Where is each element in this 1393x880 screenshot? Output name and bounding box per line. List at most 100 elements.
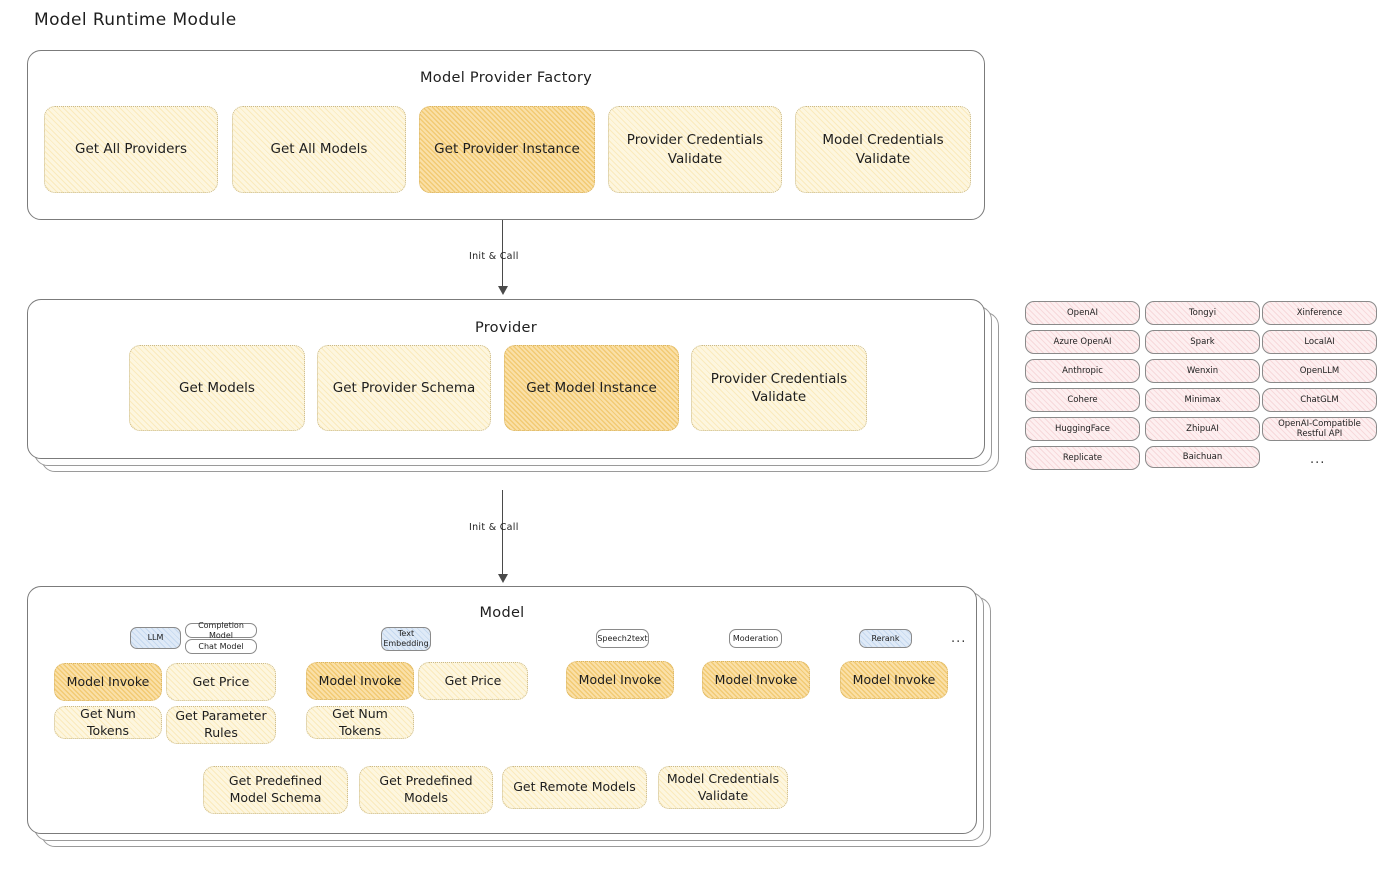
badge-completion-model[interactable]: Completion Model: [185, 620, 257, 640]
provider-title: Provider: [474, 320, 538, 336]
op-model-credentials-validate[interactable]: Model Credentials Validate: [795, 106, 971, 193]
op-label: Get Predefined Models: [379, 773, 473, 805]
badge-label: Rerank: [871, 633, 900, 643]
model-provider-factory-title: Model Provider Factory: [419, 70, 593, 86]
op-label: Model Invoke: [714, 671, 798, 687]
provider-list-more: ...: [1310, 452, 1326, 467]
op-label: Get Provider Instance: [434, 141, 580, 158]
op-llm-get-num-tokens[interactable]: Get Num Tokens: [54, 706, 162, 739]
badge-text-embedding[interactable]: Text Embedding: [381, 627, 431, 651]
op-provider-credentials-validate[interactable]: Provider Credentials Validate: [608, 106, 782, 193]
op-get-all-models[interactable]: Get All Models: [232, 106, 406, 193]
op-get-provider-instance[interactable]: Get Provider Instance: [419, 106, 595, 193]
provider-pill-anthropic[interactable]: Anthropic: [1025, 359, 1140, 383]
op-label: Get Num Tokens: [332, 705, 388, 738]
arrow-line: [502, 490, 504, 577]
pill-label: Baichuan: [1182, 452, 1223, 462]
provider-pill-chatglm[interactable]: ChatGLM: [1262, 388, 1377, 412]
pill-label: HuggingFace: [1055, 424, 1110, 434]
arrow-line: [502, 220, 504, 288]
provider-pill-cohere[interactable]: Cohere: [1025, 388, 1140, 412]
op-get-model-instance[interactable]: Get Model Instance: [504, 345, 679, 431]
op-get-models[interactable]: Get Models: [129, 345, 305, 431]
op-label: Model Invoke: [66, 673, 150, 689]
op-provider-credentials-validate-2[interactable]: Provider Credentials Validate: [691, 345, 867, 431]
op-llm-get-price[interactable]: Get Price: [166, 663, 276, 701]
pill-label: Wenxin: [1186, 366, 1219, 376]
op-text-embedding-get-price[interactable]: Get Price: [418, 662, 528, 700]
op-label: Provider Credentials Validate: [710, 370, 848, 405]
badge-llm[interactable]: LLM: [130, 627, 181, 649]
op-label: Model Credentials Validate: [822, 132, 944, 167]
pill-label: Tongyi: [1188, 308, 1217, 318]
provider-pill-baichuan[interactable]: Baichuan: [1145, 446, 1260, 468]
op-label: Get Price: [192, 673, 250, 689]
pill-label: Anthropic: [1062, 366, 1103, 376]
pill-label: OpenAI: [1066, 308, 1099, 318]
op-label: Get All Models: [270, 141, 368, 158]
op-moderation-model-invoke[interactable]: Model Invoke: [702, 661, 810, 699]
page-title: Model Runtime Module: [34, 10, 237, 30]
op-label: Get Models: [179, 379, 255, 396]
op-label: Model Invoke: [318, 672, 402, 688]
pill-label: Cohere: [1067, 395, 1098, 405]
provider-pill-huggingface[interactable]: HuggingFace: [1025, 417, 1140, 441]
model-title: Model: [479, 605, 525, 621]
op-label: Get Price: [444, 672, 502, 688]
provider-pill-spark[interactable]: Spark: [1145, 330, 1260, 354]
provider-pill-openai[interactable]: OpenAI: [1025, 301, 1140, 325]
op-llm-model-invoke[interactable]: Model Invoke: [54, 663, 162, 701]
provider-pill-zhipuai[interactable]: ZhipuAI: [1145, 417, 1260, 441]
pill-label: OpenAI-Compatible Restful API: [1278, 419, 1361, 439]
pill-label: Replicate: [1062, 453, 1103, 463]
op-get-predefined-models[interactable]: Get Predefined Models: [359, 766, 493, 814]
provider-pill-xinference[interactable]: Xinference: [1262, 301, 1377, 325]
op-label: Get Model Instance: [526, 379, 657, 396]
pill-label: Azure OpenAI: [1053, 337, 1112, 347]
badge-moderation[interactable]: Moderation: [729, 629, 782, 648]
op-label: Get All Providers: [75, 141, 187, 158]
pill-label: Minimax: [1184, 395, 1221, 405]
provider-pill-tongyi[interactable]: Tongyi: [1145, 301, 1260, 325]
arrow-head: [497, 574, 508, 583]
arrow-label: Init & Call: [469, 251, 519, 262]
pill-label: Spark: [1190, 337, 1215, 347]
provider-pill-openllm[interactable]: OpenLLM: [1262, 359, 1377, 383]
badge-label: Text Embedding: [383, 629, 429, 648]
provider-pill-azure-openai[interactable]: Azure OpenAI: [1025, 330, 1140, 354]
op-llm-get-parameter-rules[interactable]: Get Parameter Rules: [166, 706, 276, 744]
badge-chat-model[interactable]: Chat Model: [185, 639, 257, 654]
provider-pill-openai-compatible-restful-api[interactable]: OpenAI-Compatible Restful API: [1262, 417, 1377, 441]
op-label: Get Parameter Rules: [175, 708, 267, 740]
provider-pill-wenxin[interactable]: Wenxin: [1145, 359, 1260, 383]
op-label: Model Credentials Validate: [666, 770, 780, 803]
provider-pill-replicate[interactable]: Replicate: [1025, 446, 1140, 470]
op-model-credentials-validate-2[interactable]: Model Credentials Validate: [658, 766, 788, 809]
badge-label: Completion Model: [198, 620, 244, 640]
badge-label: Chat Model: [198, 641, 244, 651]
model-types-more: ...: [951, 631, 967, 646]
op-label: Provider Credentials Validate: [626, 132, 764, 167]
op-label: Get Num Tokens: [80, 705, 136, 738]
op-get-remote-models[interactable]: Get Remote Models: [502, 766, 647, 809]
op-get-all-providers[interactable]: Get All Providers: [44, 106, 218, 193]
pill-label: Xinference: [1296, 308, 1343, 318]
provider-pill-minimax[interactable]: Minimax: [1145, 388, 1260, 412]
op-label: Get Remote Models: [513, 779, 636, 795]
badge-label: LLM: [147, 633, 164, 643]
pill-label: OpenLLM: [1299, 366, 1340, 376]
op-text-embedding-get-num-tokens[interactable]: Get Num Tokens: [306, 706, 414, 739]
op-get-provider-schema[interactable]: Get Provider Schema: [317, 345, 491, 431]
op-get-predefined-model-schema[interactable]: Get Predefined Model Schema: [203, 766, 348, 814]
pill-label: LocalAI: [1304, 337, 1335, 347]
provider-pill-localai[interactable]: LocalAI: [1262, 330, 1377, 354]
badge-speech2text[interactable]: Speech2text: [596, 629, 649, 648]
op-rerank-model-invoke[interactable]: Model Invoke: [840, 661, 948, 699]
op-text-embedding-model-invoke[interactable]: Model Invoke: [306, 662, 414, 700]
pill-label: ZhipuAI: [1186, 424, 1219, 434]
op-speech2text-model-invoke[interactable]: Model Invoke: [566, 661, 674, 699]
badge-rerank[interactable]: Rerank: [859, 629, 912, 648]
op-label: Get Provider Schema: [332, 379, 476, 396]
op-label: Get Predefined Model Schema: [228, 773, 323, 805]
